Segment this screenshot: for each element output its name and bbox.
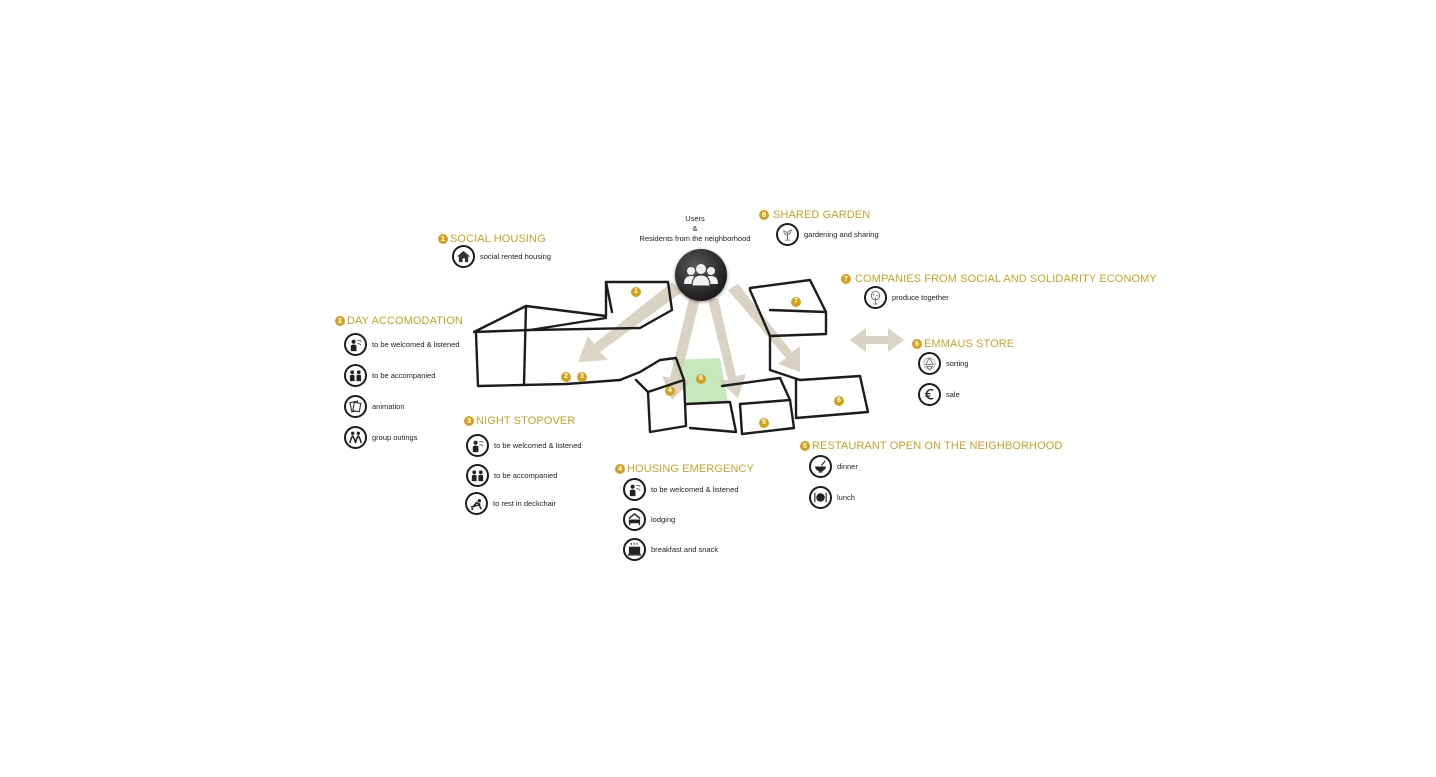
coffee-cup-icon (623, 538, 646, 561)
section-number: 2 (335, 316, 345, 326)
section-title: HOUSING EMERGENCY (627, 463, 754, 475)
item-breakfast-snack: breakfast and snack (623, 538, 718, 561)
users-caption: Users & Residents from the neighborhood (610, 214, 780, 244)
section-title: EMMAUS STORE (924, 338, 1015, 350)
section-title: SHARED GARDEN (773, 209, 871, 221)
section-number: 6 (912, 339, 922, 349)
map-badge-5: 5 (759, 418, 769, 428)
item-label: to be accompanied (372, 371, 436, 380)
item-label: to be welcomed & listened (651, 485, 739, 494)
item-sorting: sorting (918, 352, 969, 375)
item-animation: animation (344, 395, 405, 418)
plant-icon (776, 223, 799, 246)
map-badge-3: 3 (577, 372, 587, 382)
section-companies: 7 COMPANIES FROM SOCIAL AND SOLIDARITY EC… (841, 273, 1157, 285)
item-social-rented-housing: social rented housing (452, 245, 551, 268)
recycle-icon (918, 352, 941, 375)
item-label: produce together (892, 293, 949, 302)
section-title: SOCIAL HOUSING (450, 233, 546, 245)
map-badge-2: 2 (561, 372, 571, 382)
item-label: social rented housing (480, 252, 551, 261)
welcome-icon (466, 434, 489, 457)
item-label: to be welcomed & listened (494, 441, 582, 450)
section-number: 4 (615, 464, 625, 474)
item-welcomed-listened: to be welcomed & listened (466, 434, 582, 457)
deckchair-icon (465, 492, 488, 515)
item-label: animation (372, 402, 405, 411)
item-label: sale (946, 390, 960, 399)
tree-icon (864, 286, 887, 309)
item-accompanied: to be accompanied (344, 364, 435, 387)
people-group-icon (675, 249, 727, 301)
section-title: DAY ACCOMODATION (347, 315, 463, 327)
item-gardening-sharing: gardening and sharing (776, 223, 879, 246)
section-number: 7 (841, 274, 851, 284)
section-title: NIGHT STOPOVER (476, 415, 576, 427)
item-rest-deckchair: to rest in deckchair (465, 492, 556, 515)
section-number: 5 (800, 441, 810, 451)
item-label: sorting (946, 359, 969, 368)
item-produce-together: produce together (864, 286, 949, 309)
map-badge-4: 4 (665, 386, 675, 396)
item-accompanied: to be accompanied (466, 464, 557, 487)
accompany-icon (466, 464, 489, 487)
section-title: COMPANIES FROM SOCIAL AND SOLIDARITY ECO… (855, 273, 1157, 285)
item-label: lunch (837, 493, 855, 502)
section-title: RESTAURANT OPEN ON THE NEIGHBORHOOD (812, 440, 1063, 452)
item-label: lodging (651, 515, 676, 524)
welcome-icon (623, 478, 646, 501)
users-line-3: Residents from the neighborhood (639, 234, 751, 243)
accompany-icon (344, 364, 367, 387)
flow-arrows (578, 282, 904, 400)
section-number: 8 (759, 210, 769, 220)
plate-icon (809, 486, 832, 509)
section-number: 3 (464, 416, 474, 426)
item-label: gardening and sharing (804, 230, 879, 239)
welcome-icon (344, 333, 367, 356)
item-label: to be welcomed & listened (372, 340, 460, 349)
section-shared-garden: 8 SHARED GARDEN (759, 209, 870, 221)
item-welcomed-listened: to be welcomed & listened (623, 478, 739, 501)
item-welcomed-listened: to be welcomed & listened (344, 333, 460, 356)
users-line-1: Users (685, 214, 705, 223)
item-label: dinner (837, 462, 858, 471)
map-badge-7: 7 (791, 297, 801, 307)
bowl-icon (809, 455, 832, 478)
map-badge-1: 1 (631, 287, 641, 297)
section-number: 1 (438, 234, 448, 244)
map-badge-8: 8 (696, 374, 706, 384)
item-label: to rest in deckchair (493, 499, 556, 508)
group-outing-icon (344, 426, 367, 449)
item-label: breakfast and snack (651, 545, 719, 554)
item-lodging: lodging (623, 508, 675, 531)
building-outlines (472, 278, 870, 436)
users-line-2: & (692, 224, 698, 233)
bed-icon (623, 508, 646, 531)
item-label: group outings (372, 433, 418, 442)
item-lunch: lunch (809, 486, 855, 509)
euro-icon (918, 383, 941, 406)
item-label: to be accompanied (494, 471, 558, 480)
map-badge-6: 6 (834, 396, 844, 406)
item-sale: sale (918, 383, 960, 406)
animation-icon (344, 395, 367, 418)
house-icon (452, 245, 475, 268)
item-group-outings: group outings (344, 426, 417, 449)
item-dinner: dinner (809, 455, 858, 478)
